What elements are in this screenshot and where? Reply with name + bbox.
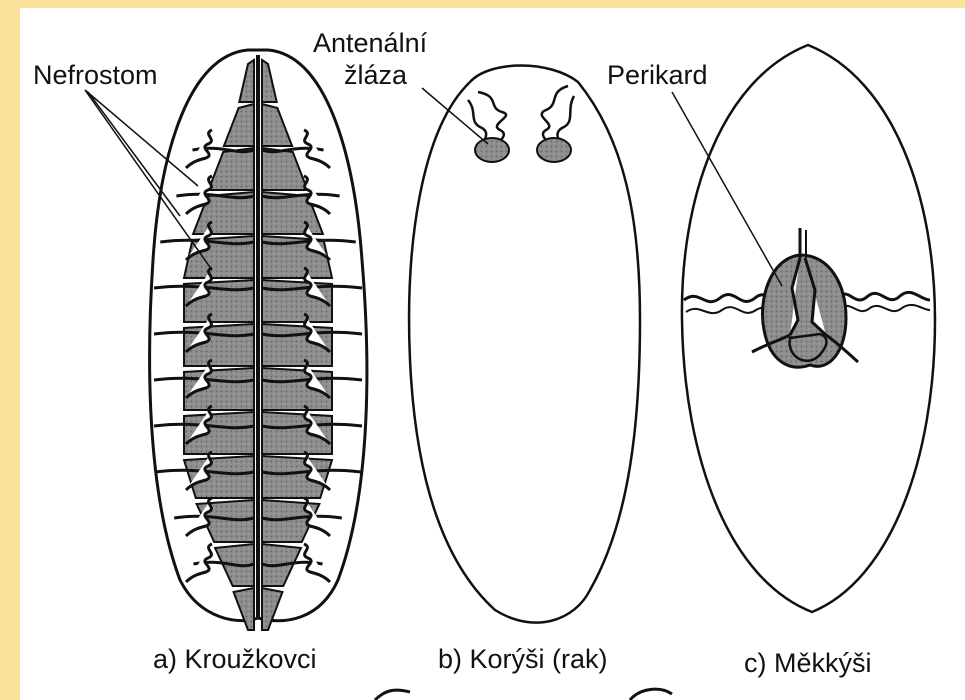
crustacean-figure: [409, 66, 640, 623]
caption-kroužkovci: a) Kroužkovci: [153, 644, 317, 674]
label-nefrostom: Nefrostom: [33, 60, 158, 90]
crustacean-head-arc: [470, 66, 578, 83]
annelid-segment-left: [184, 456, 254, 498]
crustacean-body-outline: [409, 82, 640, 623]
caption-mekkysi: c) Měkkýši: [744, 648, 872, 678]
annelid-figure: [150, 50, 367, 621]
bottom-edge-fragments: [375, 689, 672, 700]
annelid-segment-right: [262, 456, 332, 498]
label-perikard: Perikard: [607, 60, 708, 90]
antennal-gland-right: [537, 138, 571, 162]
caption-korysi: b) Korýši (rak): [438, 644, 608, 674]
label-antenalni-line2: žláza: [344, 60, 407, 90]
mollusc-figure: [672, 45, 935, 612]
antennal-gland-left: [475, 138, 509, 162]
label-antenalni-line1: Antenální: [313, 28, 427, 58]
